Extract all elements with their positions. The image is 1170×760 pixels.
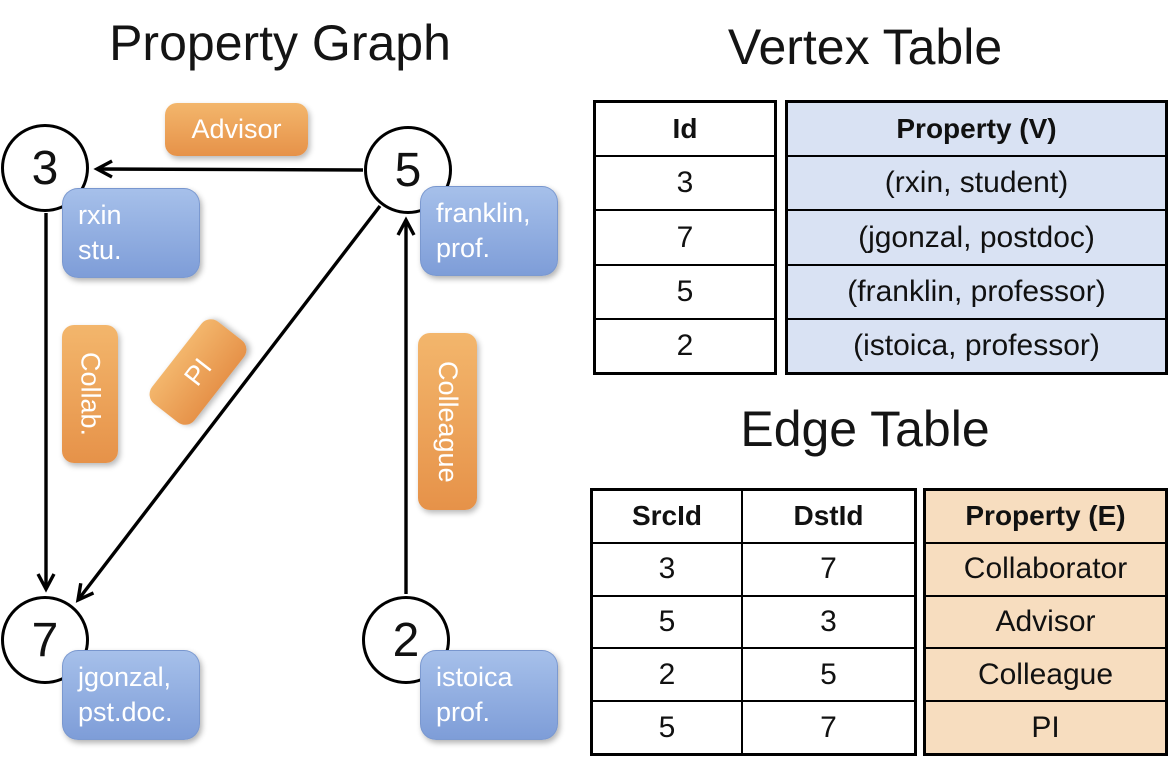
property-graph-title: Property Graph (109, 15, 451, 71)
property-line: stu. (78, 235, 122, 266)
node-property-box-7: jgonzal, pst.doc. (62, 650, 200, 740)
edge-dst-cell: 3 (741, 596, 914, 648)
node-property-box-3: rxin stu. (62, 188, 200, 278)
node-property-box-2: istoica prof. (420, 650, 558, 740)
edge-table-title: Edge Table (740, 401, 990, 457)
node-id-label: 2 (392, 613, 420, 667)
vertex-id-cell: 7 (596, 209, 774, 263)
edge-dst-header: DstId (741, 491, 914, 542)
node-circle-5: 5 (364, 126, 452, 214)
vertex-table-title: Vertex Table (727, 19, 1003, 75)
table-row: 2 5 (593, 647, 914, 701)
edge-dst-cell: 7 (741, 543, 914, 595)
vertex-table-id-column: Id 3 7 5 2 (593, 100, 777, 375)
vertex-table-property-column: Property (V) (rxin, student) (jgonzal, p… (785, 100, 1168, 375)
edge-property-cell: PI (926, 700, 1165, 753)
property-line: pst.doc. (78, 697, 173, 728)
edge-property-cell: Colleague (926, 647, 1165, 701)
edge-label-colleague: Colleague (418, 333, 477, 510)
vertex-property-cell: (franklin, professor) (788, 263, 1165, 318)
property-line: rxin (78, 200, 122, 230)
vertex-property-cell: (jgonzal, postdoc) (788, 209, 1165, 264)
edge-label-advisor: Advisor (165, 103, 308, 156)
vertex-id-cell: 5 (596, 263, 774, 318)
edge-line-advisor-5-to-3 (93, 159, 364, 179)
edge-dst-cell: 7 (741, 702, 914, 753)
property-line: istoica (436, 662, 513, 692)
graph-edges-layer (36, 159, 416, 603)
property-line: jgonzal, (78, 662, 172, 692)
edge-label-collab: Collab. (62, 325, 118, 463)
table-row: 3 7 (593, 541, 914, 595)
edge-table-property-column: Property (E) Collaborator Advisor Collea… (923, 488, 1168, 756)
property-line: franklin, (436, 198, 531, 228)
edge-label-text: PI (177, 352, 218, 391)
edge-label-text: Colleague (433, 360, 463, 483)
edge-line-pi-5-to-7 (75, 204, 382, 603)
vertex-id-header: Id (672, 113, 698, 145)
edge-src-cell: 5 (658, 710, 676, 744)
table-row: SrcId DstId (593, 491, 914, 542)
table-row: 5 3 (593, 594, 914, 648)
edge-src-cell: 3 (658, 552, 676, 586)
node-id-label: 5 (394, 143, 422, 197)
vertex-property-cell: (rxin, student) (788, 155, 1165, 210)
vertex-id-cell: 2 (596, 317, 774, 372)
edge-property-cell: Advisor (926, 594, 1165, 648)
node-property-box-5: franklin, prof. (420, 186, 558, 276)
edge-table-id-columns: SrcId DstId 3 7 5 3 2 5 5 7 (590, 488, 917, 756)
property-line: prof. (436, 233, 491, 264)
node-circle-2: 2 (362, 596, 450, 684)
vertex-property-cell: (istoica, professor) (788, 317, 1165, 373)
vertex-property-header: Property (V) (788, 103, 1165, 156)
edge-src-cell: 5 (658, 604, 676, 638)
edge-property-header: Property (E) (926, 491, 1165, 542)
vertex-id-cell: 3 (596, 155, 774, 209)
edge-dst-cell: 5 (741, 649, 914, 701)
edge-label-text: Advisor (191, 114, 282, 144)
node-id-label: 7 (31, 613, 59, 667)
property-line: prof. (436, 697, 491, 728)
node-id-label: 3 (31, 141, 59, 195)
edge-label-text: Collab. (75, 351, 106, 437)
edge-src-cell: 2 (658, 657, 676, 691)
table-row: 5 7 (593, 700, 914, 753)
edge-property-cell: Collaborator (926, 541, 1165, 595)
edge-src-header: SrcId (631, 500, 703, 532)
